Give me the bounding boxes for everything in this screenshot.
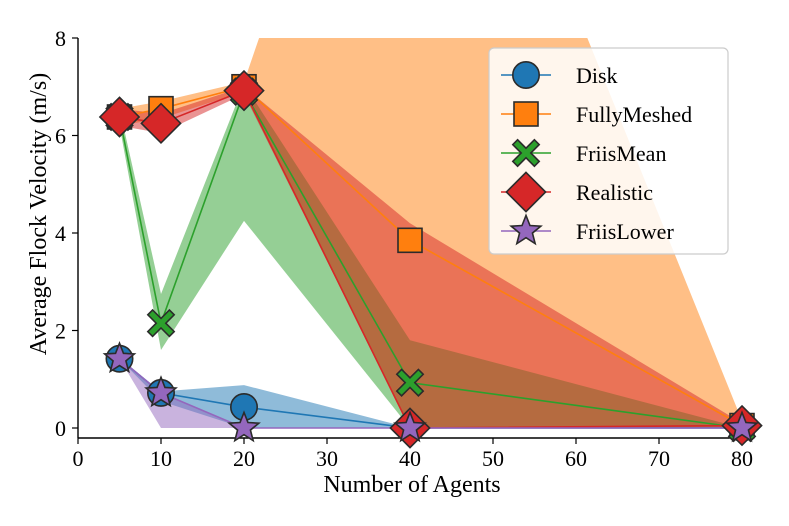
x-tick-label: 30 — [316, 446, 338, 471]
realistic-legend-label: Realistic — [576, 180, 653, 205]
realistic-legend-marker — [505, 171, 547, 213]
friislower-point — [227, 410, 261, 443]
disk-legend-label: Disk — [576, 63, 618, 88]
friislower-point — [144, 375, 178, 408]
x-tick-label: 40 — [399, 446, 421, 471]
friislower-point — [393, 410, 427, 443]
x-tick-label: 70 — [648, 446, 670, 471]
realistic-point — [140, 102, 182, 145]
y-tick-label: 6 — [55, 124, 66, 149]
friismean-legend-marker — [511, 138, 541, 168]
legend-box — [488, 47, 729, 255]
y-tick-label: 4 — [55, 221, 66, 246]
friislower-band — [119, 358, 742, 428]
y-tick-label: 8 — [55, 26, 66, 51]
y-axis-label: Average Flock Velocity (m/s) — [26, 73, 52, 355]
x-tick-label: 20 — [233, 446, 255, 471]
series-markers — [98, 69, 763, 449]
realistic-point — [223, 69, 265, 112]
x-tick-label: 80 — [731, 446, 753, 471]
friismean-point — [146, 308, 176, 338]
y-tick-label: 2 — [55, 319, 66, 344]
fullymeshed-legend-marker — [513, 101, 539, 127]
friislower-point — [725, 410, 759, 443]
disk-legend-marker — [511, 60, 540, 89]
x-axis-label: Number of Agents — [323, 472, 500, 498]
friislower-legend-marker — [509, 213, 543, 246]
x-tick-label: 60 — [565, 446, 587, 471]
friismean-legend-label: FriisMean — [576, 141, 666, 166]
friislower-point — [102, 340, 137, 374]
fullymeshed-legend-label: FullyMeshed — [576, 102, 692, 127]
legend: DiskFullyMeshedFriisMeanRealisticFriisLo… — [488, 47, 729, 255]
x-tick-label: 50 — [482, 446, 504, 471]
x-ticks: 0 10 20 30 40 50 60 70 80 — [73, 438, 753, 471]
friismean-band — [119, 84, 742, 428]
realistic-band — [119, 86, 742, 428]
y-tick-label: 0 — [55, 416, 66, 441]
y-ticks: 0 2 4 6 8 — [55, 26, 78, 441]
x-tick-label: 10 — [150, 446, 172, 471]
fullymeshed-point — [397, 227, 423, 254]
friislower-legend-label: FriisLower — [576, 219, 674, 244]
realistic-point — [98, 96, 141, 138]
friismean-point — [395, 368, 425, 397]
x-tick-label: 0 — [73, 446, 84, 471]
